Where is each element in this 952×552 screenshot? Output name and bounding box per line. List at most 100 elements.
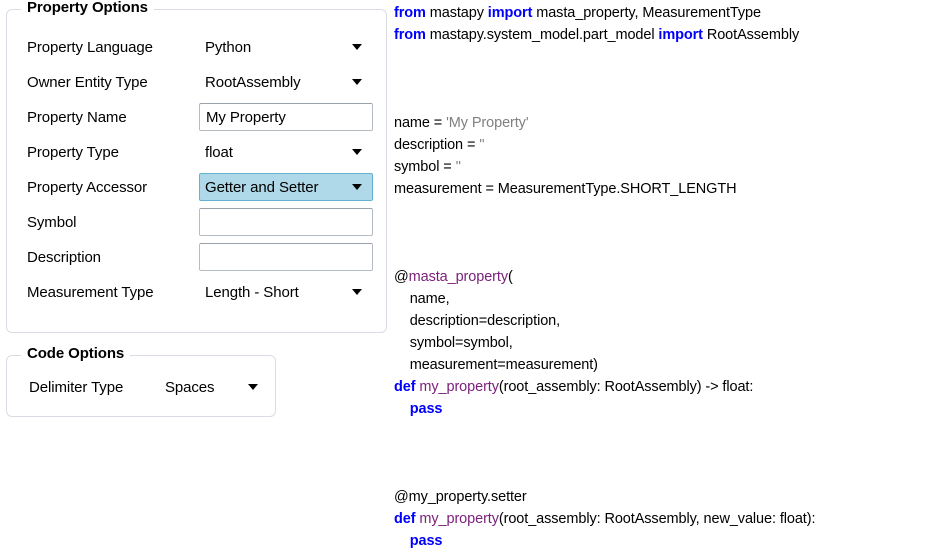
symbol-input[interactable]: [199, 208, 373, 236]
code-token: (root_assembly: RootAssembly) -> float:: [498, 379, 754, 395]
code-token: from: [394, 5, 426, 21]
code-line: [394, 68, 950, 90]
code-line: @masta_property(: [394, 266, 950, 288]
code-token: '': [479, 137, 485, 153]
code-token: description =: [394, 137, 480, 153]
combo-measurement-type[interactable]: Length - Short: [199, 278, 373, 306]
label-description: Description: [27, 248, 101, 266]
code-token: masta_property: [408, 269, 508, 285]
chevron-down-icon: [244, 374, 262, 400]
row-measurement-type: Measurement Type Length - Short: [7, 277, 386, 307]
property-options-title: Property Options: [21, 0, 154, 16]
code-token: measurement = MeasurementType.SHORT_LENG…: [394, 181, 737, 197]
row-description: Description: [7, 242, 386, 272]
code-token: '': [455, 159, 461, 175]
code-token: [394, 401, 410, 417]
code-token: name,: [394, 291, 450, 307]
code-token: mastapy.system_model.part_model: [425, 27, 659, 43]
combo-delimiter-type[interactable]: Spaces: [159, 373, 269, 401]
code-line: measurement = MeasurementType.SHORT_LENG…: [394, 178, 950, 200]
code-line: [394, 200, 950, 222]
code-line: [394, 222, 950, 244]
code-line: symbol = '': [394, 156, 950, 178]
chevron-down-icon: [348, 34, 366, 60]
row-property-name: Property Name: [7, 102, 386, 132]
label-owner-entity-type: Owner Entity Type: [27, 73, 148, 91]
property-name-input[interactable]: [199, 103, 373, 131]
chevron-down-icon: [348, 174, 366, 200]
code-token: masta_property, MeasurementType: [532, 5, 761, 21]
row-property-language: Property Language Python: [7, 32, 386, 62]
code-token: (root_assembly: RootAssembly, new_value:…: [498, 511, 816, 527]
code-token: [394, 533, 410, 549]
combo-property-accessor[interactable]: Getter and Setter: [199, 173, 373, 201]
code-token: @: [394, 269, 409, 285]
code-line: def my_property(root_assembly: RootAssem…: [394, 508, 950, 530]
code-token: name =: [394, 115, 447, 131]
code-line: pass: [394, 398, 950, 420]
code-line: [394, 244, 950, 266]
chevron-down-icon: [348, 279, 366, 305]
code-token: (: [507, 269, 513, 285]
code-line: def my_property(root_assembly: RootAssem…: [394, 376, 950, 398]
code-line: symbol=symbol,: [394, 332, 950, 354]
combo-property-language[interactable]: Python: [199, 33, 373, 61]
code-line: [394, 46, 950, 68]
code-line: [394, 442, 950, 464]
row-property-accessor: Property Accessor Getter and Setter: [7, 172, 386, 202]
code-token: symbol=symbol,: [394, 335, 513, 351]
code-token: pass: [409, 533, 443, 549]
chevron-down-icon: [348, 69, 366, 95]
code-line: measurement=measurement): [394, 354, 950, 376]
code-token: RootAssembly: [702, 27, 800, 43]
code-line: [394, 90, 950, 112]
property-options-groupbox: Property Options Property Language Pytho…: [6, 0, 387, 333]
row-owner-entity-type: Owner Entity Type RootAssembly: [7, 67, 386, 97]
code-line: pass: [394, 530, 950, 552]
label-symbol: Symbol: [27, 213, 77, 231]
code-line: @my_property.setter: [394, 486, 950, 508]
combo-property-type-value: float: [205, 143, 233, 161]
label-property-name: Property Name: [27, 108, 127, 126]
label-property-language: Property Language: [27, 38, 153, 56]
code-token: import: [658, 27, 703, 43]
code-line: [394, 420, 950, 442]
code-token: symbol =: [394, 159, 456, 175]
code-line: description=description,: [394, 310, 950, 332]
row-property-type: Property Type float: [7, 137, 386, 167]
code-token: description=description,: [394, 313, 561, 329]
code-token: pass: [409, 401, 443, 417]
row-delimiter-type: Delimiter Type Spaces: [7, 372, 275, 402]
code-token: import: [487, 5, 533, 21]
code-token: def: [394, 379, 416, 395]
description-input[interactable]: [199, 243, 373, 271]
code-token: 'My Property': [446, 115, 529, 131]
row-symbol: Symbol: [7, 207, 386, 237]
code-line: description = '': [394, 134, 950, 156]
code-line: from mastapy import masta_property, Meas…: [394, 2, 950, 24]
code-token: my_property: [419, 379, 499, 395]
code-token: @my_property.setter: [394, 489, 527, 505]
label-property-accessor: Property Accessor: [27, 178, 148, 196]
code-token: measurement=measurement): [394, 357, 598, 373]
code-line: name = 'My Property': [394, 112, 950, 134]
combo-property-language-value: Python: [205, 38, 252, 56]
code-token: from: [394, 27, 426, 43]
code-line: [394, 464, 950, 486]
code-options-groupbox: Code Options Delimiter Type Spaces: [6, 345, 276, 417]
label-measurement-type: Measurement Type: [27, 283, 154, 301]
combo-delimiter-type-value: Spaces: [165, 378, 215, 396]
label-property-type: Property Type: [27, 143, 119, 161]
combo-measurement-type-value: Length - Short: [205, 283, 299, 301]
code-line: name,: [394, 288, 950, 310]
combo-property-accessor-value: Getter and Setter: [205, 178, 319, 196]
code-token: my_property: [419, 511, 499, 527]
combo-owner-entity-type-value: RootAssembly: [205, 73, 301, 91]
code-line: from mastapy.system_model.part_model imp…: [394, 24, 950, 46]
combo-property-type[interactable]: float: [199, 138, 373, 166]
code-token: def: [394, 511, 416, 527]
label-delimiter-type: Delimiter Type: [29, 378, 124, 396]
generated-code-preview: from mastapy import masta_property, Meas…: [394, 2, 950, 549]
combo-owner-entity-type[interactable]: RootAssembly: [199, 68, 373, 96]
chevron-down-icon: [348, 139, 366, 165]
